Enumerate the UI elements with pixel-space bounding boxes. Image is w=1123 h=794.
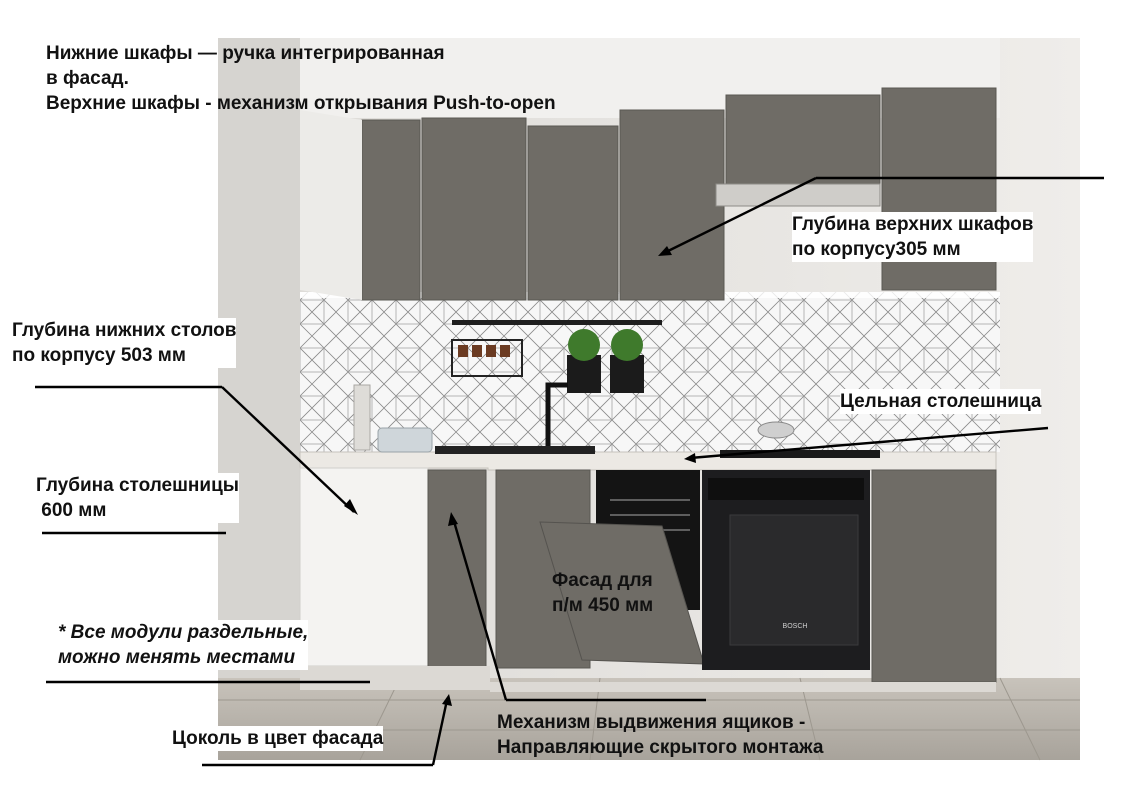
upper-depth-line2: по корпусу305 мм: [792, 239, 961, 260]
oven: BOSCH: [702, 470, 870, 670]
annotation-arrowheads: [344, 246, 696, 706]
handles-note-line3: Верхние шкафы - механизм открывания Push…: [46, 93, 556, 114]
drawer-mechanism-line2: Направляющие скрытого монтажа: [497, 737, 824, 758]
floor: [218, 678, 1080, 760]
lower-depth-line2: по корпусу 503 мм: [12, 345, 186, 366]
handles-note-line1: Нижние шкафы — ручка интегрированная: [46, 43, 445, 64]
modules-note: * Все модули раздельные, можно менять ме…: [58, 620, 309, 670]
countertop-depth-line2: 600 мм: [36, 500, 107, 521]
plinth-line: Цоколь в цвет фасада: [172, 728, 384, 749]
plinth-note: Цоколь в цвет фасада: [172, 726, 384, 751]
countertop-note: Цельная столешница: [840, 389, 1042, 414]
lower-depth-line1: Глубина нижних столов: [12, 320, 237, 341]
dishwasher-facade-line2: п/м 450 мм: [552, 595, 654, 616]
countertop: [299, 451, 997, 471]
plinth: [300, 666, 490, 690]
tile-backsplash: [300, 292, 1000, 452]
drawer-mechanism-note: Механизм выдвижения ящиков - Направляющи…: [497, 710, 823, 760]
modules-note-line2: можно менять местами: [58, 647, 296, 668]
dishwasher-facade-note: Фасад для п/м 450 мм: [552, 568, 653, 618]
countertop-depth-line1: Глубина столешницы: [36, 475, 239, 496]
dishwasher: [539, 470, 705, 665]
upper-depth-note: Глубина верхних шкафов по корпусу305 мм: [792, 212, 1034, 262]
lower-depth-note: Глубина нижних столов по корпусу 503 мм: [12, 318, 237, 368]
kitchen-rail: [451, 320, 662, 393]
handles-note-line2: в фасад.: [46, 68, 129, 89]
handles-note: Нижние шкафы — ручка интегрированная в ф…: [46, 41, 692, 116]
upper-depth-line1: Глубина верхних шкафов: [792, 214, 1034, 235]
annotation-lines: [35, 176, 1104, 767]
upper-cabinets: [361, 87, 997, 301]
dishwasher-facade-line1: Фасад для: [552, 570, 653, 591]
countertop-depth-note: Глубина столешницы 600 мм: [36, 473, 239, 523]
oven-brand-text: BOSCH: [783, 623, 808, 630]
drawer-mechanism-line1: Механизм выдвижения ящиков -: [497, 712, 806, 733]
range-hood: [715, 183, 881, 207]
countertop-line: Цельная столешница: [840, 391, 1042, 412]
modules-note-line1: * Все модули раздельные,: [58, 622, 309, 643]
